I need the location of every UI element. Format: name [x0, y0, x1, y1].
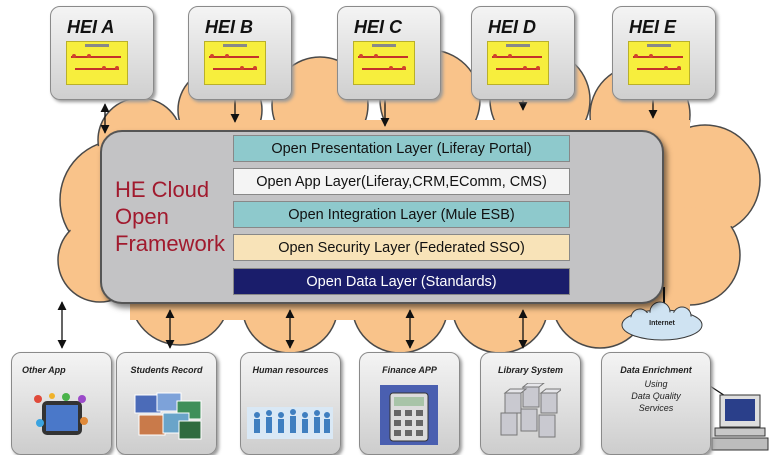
framework-title: HE Cloud Open Framework [115, 176, 235, 257]
data-enrichment-sub3: Services [638, 403, 674, 413]
framework-title-line1: HE Cloud [115, 177, 210, 202]
framework-title-line2: Open [115, 204, 169, 229]
internet-label: Internet [649, 320, 675, 327]
hei-d-box[interactable]: HEI D [471, 6, 575, 100]
students-record-label: Students Record [130, 365, 203, 375]
student-photos-icon [134, 392, 202, 440]
hei-e-label: HEI E [629, 17, 677, 37]
framework-title-line3: Framework [115, 231, 226, 256]
data-layer[interactable]: Open Data Layer (Standards) [233, 268, 570, 295]
human-resources-label: Human resources [252, 365, 329, 375]
hei-d-label: HEI D [488, 17, 537, 37]
other-app-box[interactable]: Other App [11, 352, 112, 455]
hei-e-box[interactable]: HEI E [612, 6, 716, 100]
hei-c-box[interactable]: HEI C [337, 6, 441, 100]
library-system-box[interactable]: Library System [480, 352, 581, 455]
presentation-layer[interactable]: Open Presentation Layer (Liferay Portal) [233, 135, 570, 162]
hei-c-label: HEI C [354, 17, 403, 37]
desktop-computer-icon [711, 394, 769, 451]
portal-thumbnail-icon [353, 41, 415, 85]
finance-app-label: Finance APP [382, 365, 437, 375]
data-enrichment-label: Data Enrichment [620, 365, 692, 375]
data-enrichment-box[interactable]: Data Enrichment Using Data Quality Servi… [601, 352, 711, 455]
finance-app-box[interactable]: Finance APP [359, 352, 460, 455]
hei-b-box[interactable]: HEI B [188, 6, 292, 100]
security-layer[interactable]: Open Security Layer (Federated SSO) [233, 234, 570, 261]
human-resources-box[interactable]: Human resources [240, 352, 341, 455]
library-system-label: Library System [497, 365, 564, 375]
portal-thumbnail-icon [628, 41, 690, 85]
hei-a-label: HEI A [67, 17, 115, 37]
data-enrichment-sub1: Using [644, 379, 668, 389]
students-record-box[interactable]: Students Record [116, 352, 217, 455]
portal-thumbnail-icon [487, 41, 549, 85]
calculator-icon [380, 385, 438, 445]
app-layer[interactable]: Open App Layer(Liferay,CRM,EComm, CMS) [233, 168, 570, 195]
people-icon [247, 407, 333, 439]
portal-thumbnail-icon [204, 41, 266, 85]
data-enrichment-sub2: Data Quality [631, 391, 681, 401]
integration-layer[interactable]: Open Integration Layer (Mule ESB) [233, 201, 570, 228]
portal-thumbnail-icon [66, 41, 128, 85]
hei-a-box[interactable]: HEI A [50, 6, 154, 100]
smartphone-apps-icon [34, 393, 88, 435]
hei-b-label: HEI B [205, 17, 254, 37]
other-app-label: Other App [22, 365, 66, 375]
storage-servers-icon [500, 383, 561, 438]
